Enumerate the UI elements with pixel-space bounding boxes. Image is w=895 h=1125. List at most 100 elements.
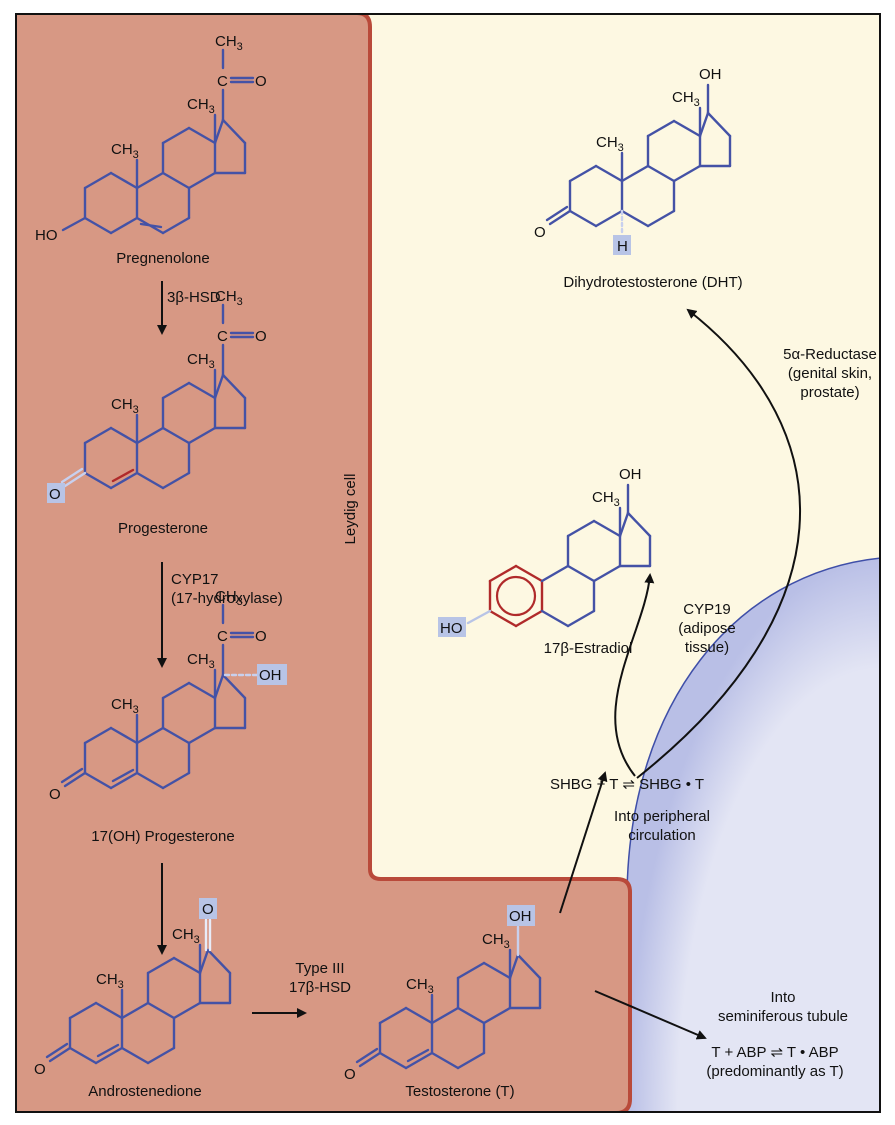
ring-bond: [187, 681, 217, 700]
methyl-group-label: CH3: [187, 651, 215, 671]
ring-bond: [109, 771, 139, 790]
methyl-group-label: CH3: [172, 926, 200, 946]
enzyme-type3-label: Type III: [295, 960, 344, 977]
c3-keto-bond: [60, 467, 84, 484]
ring-bond: [161, 681, 191, 700]
methyl-group-label: CH3: [672, 89, 700, 109]
ring-bond: [378, 1051, 408, 1070]
ring-bond: [161, 381, 191, 400]
c3-keto-label: O: [344, 1066, 356, 1083]
ring-bond: [456, 961, 486, 980]
ring-bond: [109, 216, 139, 235]
arrow-testosterone-to-tubule: [594, 990, 707, 1040]
ring-bond: [592, 519, 622, 538]
ring-bond: [161, 216, 191, 235]
c3-keto-bond: [63, 771, 87, 788]
ring-bond: [404, 1006, 434, 1025]
abp-equilibrium-label: T + ABP ⇌ T • ABP: [711, 1044, 838, 1061]
ring-bond: [566, 564, 596, 583]
ring-bond: [187, 726, 217, 745]
ring-bond: [135, 771, 165, 790]
ring-bond: [568, 164, 598, 183]
ring-bond: [672, 164, 702, 183]
c20-carbon-label: C: [217, 628, 228, 645]
c3-keto-bond: [45, 1042, 69, 1059]
enzyme-cyp17-label: CYP17: [171, 571, 219, 588]
ring-bond: [109, 426, 139, 445]
methyl-group-label: CH3: [406, 976, 434, 996]
ring-bond: [161, 126, 191, 145]
ring-bond: [83, 426, 113, 445]
double-bond: [96, 1043, 120, 1058]
c17-keto-label: O: [202, 901, 214, 918]
ring-bond: [221, 673, 247, 700]
ring-bond: [698, 111, 710, 138]
c3-keto-label: O: [49, 786, 61, 803]
ring-bond: [146, 956, 176, 975]
double-bond: [139, 222, 163, 229]
ring-bond: [120, 1046, 150, 1065]
leydig-cell-region: [13, 11, 632, 1115]
ring-bond: [618, 511, 630, 538]
methyl-group-label: CH3: [111, 696, 139, 716]
ring-bond: [161, 771, 191, 790]
enzyme-cyp19-desc2-label: tissue): [685, 639, 729, 656]
ring-bond: [135, 171, 165, 190]
highlight-box: [613, 235, 631, 255]
testosterone-label: Testosterone (T): [405, 1083, 514, 1100]
shbg-equilibrium-label: SHBG + T ⇌ SHBG • T: [550, 776, 704, 793]
ring-bond: [120, 1001, 150, 1020]
ring-bond: [672, 119, 702, 138]
ring-bond: [135, 426, 165, 445]
ring-bond: [516, 953, 542, 980]
methyl-group-label: CH3: [215, 588, 243, 608]
highlight-box: [257, 664, 287, 685]
ring-bond: [146, 1001, 176, 1020]
ring-bond: [187, 426, 217, 445]
highlight-box: [507, 905, 535, 926]
c3-hydroxyl-label: HO: [35, 227, 58, 244]
ring-bond: [430, 1006, 460, 1025]
c20-keto-label: O: [255, 628, 267, 645]
periphery-label-1: Into peripheral: [614, 808, 710, 825]
ring-bond: [109, 726, 139, 745]
ring-bond: [620, 209, 650, 228]
methyl-group-label: CH3: [187, 96, 215, 116]
ring-bond: [378, 1006, 408, 1025]
dht-label: Dihydrotestosterone (DHT): [563, 274, 742, 291]
ring-bond: [568, 209, 598, 228]
seminiferous-tubule-region: [626, 557, 882, 1114]
ring-bond: [109, 471, 139, 490]
highlight-box: [199, 898, 217, 919]
ring-bond: [83, 171, 113, 190]
methyl-group-label: CH3: [592, 489, 620, 509]
c3-keto-bond: [60, 767, 84, 784]
methyl-group-label: CH3: [111, 141, 139, 161]
enzyme-5a-reductase-label: 5α-Reductase: [783, 346, 877, 363]
methyl-group-label: CH3: [596, 134, 624, 154]
c3-keto-label: O: [534, 224, 546, 241]
ring-bond: [68, 1046, 98, 1065]
c3-keto-bond: [548, 209, 572, 226]
c17-hydroxyl-label: OH: [509, 908, 532, 925]
c3-keto-bond: [545, 205, 569, 222]
methyl-group-label: CH3: [215, 288, 243, 308]
ring-bond: [68, 1001, 98, 1020]
ring-bond: [221, 118, 247, 145]
ring-bond: [187, 381, 217, 400]
ring-bond: [109, 171, 139, 190]
ring-bond: [482, 1006, 512, 1025]
c3-keto-bond: [63, 471, 87, 488]
double-bond: [111, 768, 135, 783]
c5-hydrogen-label: H: [617, 238, 628, 255]
highlight-box: [438, 617, 466, 637]
androstenedione-label: Androstenedione: [88, 1083, 201, 1100]
c3-keto-bond: [355, 1047, 379, 1064]
